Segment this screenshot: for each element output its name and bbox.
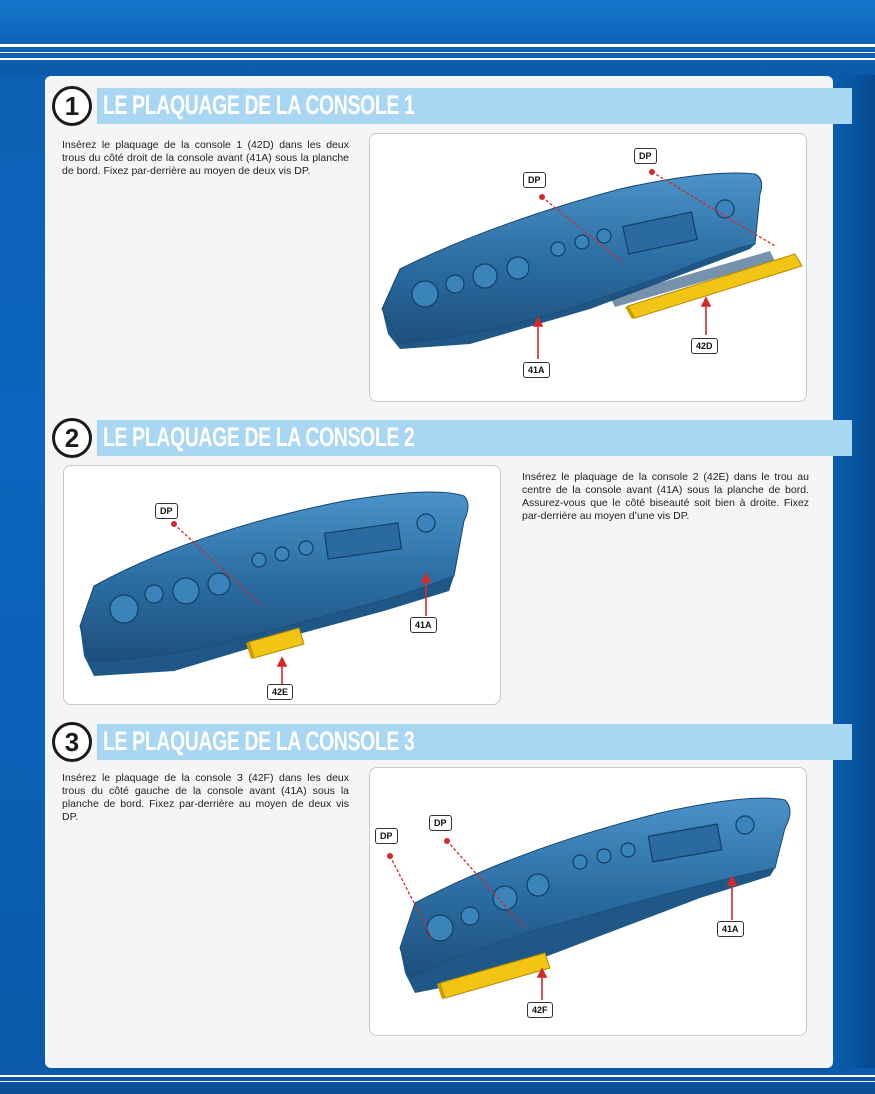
- step-title: LE PLAQUAGE DE LA CONSOLE 1: [103, 90, 415, 120]
- step-description: Insérez le plaquage de la console 3 (42F…: [62, 772, 349, 823]
- header-stripe-thin: [0, 52, 875, 53]
- dashboard-illustration: [79, 491, 469, 684]
- footer-stripe-thin: [0, 1081, 875, 1082]
- callout-dp-right: DP: [429, 815, 452, 831]
- header-band: [0, 0, 875, 75]
- step-description: Insérez le plaquage de la console 1 (42D…: [62, 139, 349, 177]
- step-number-badge: 2: [52, 418, 92, 458]
- callout-dp: DP: [155, 503, 178, 519]
- callout-dp-right: DP: [634, 148, 657, 164]
- step-number-badge: 3: [52, 722, 92, 762]
- callout-dp-left: DP: [523, 172, 546, 188]
- part-42f: [437, 952, 551, 999]
- callout-dp-left: DP: [375, 828, 398, 844]
- gauge-cluster: [411, 199, 735, 308]
- right-edge-band: [830, 75, 875, 1070]
- step-description: Insérez le plaquage de la console 2 (42E…: [522, 471, 809, 522]
- callout-41a: 41A: [523, 362, 550, 378]
- step-illustration: DP DP 41A 42F: [369, 767, 807, 1036]
- callout-42f: 42F: [527, 1002, 553, 1018]
- step-2: 2 LE PLAQUAGE DE LA CONSOLE 2 Insérez le…: [45, 409, 852, 709]
- step-title-bar: [97, 88, 852, 124]
- part-42d: [625, 253, 803, 319]
- step-illustration: DP 41A 42E: [63, 465, 501, 705]
- callout-42d: 42D: [691, 338, 718, 354]
- step-title: LE PLAQUAGE DE LA CONSOLE 2: [103, 422, 415, 452]
- step-1: 1 LE PLAQUAGE DE LA CONSOLE 1 Insérez le…: [45, 76, 852, 406]
- step-number-badge: 1: [52, 86, 92, 126]
- step-illustration: DP DP 41A 42D: [369, 133, 807, 402]
- step-title: LE PLAQUAGE DE LA CONSOLE 3: [103, 726, 415, 756]
- header-stripe-lower: [0, 58, 875, 60]
- callout-41a: 41A: [410, 617, 437, 633]
- instruction-page: 1 LE PLAQUAGE DE LA CONSOLE 1 Insérez le…: [45, 76, 852, 1068]
- dashboard-illustration: [381, 169, 803, 359]
- dashboard-illustration: [387, 797, 791, 1000]
- footer-stripe: [0, 1075, 875, 1077]
- callout-42e: 42E: [267, 684, 294, 700]
- callout-41a: 41A: [717, 921, 744, 937]
- header-stripe: [0, 44, 875, 47]
- step-3: 3 LE PLAQUAGE DE LA CONSOLE 3 Insérez le…: [45, 714, 852, 1068]
- part-42e: [246, 627, 305, 659]
- step-title-bar: [97, 420, 852, 456]
- step-title-bar: [97, 724, 852, 760]
